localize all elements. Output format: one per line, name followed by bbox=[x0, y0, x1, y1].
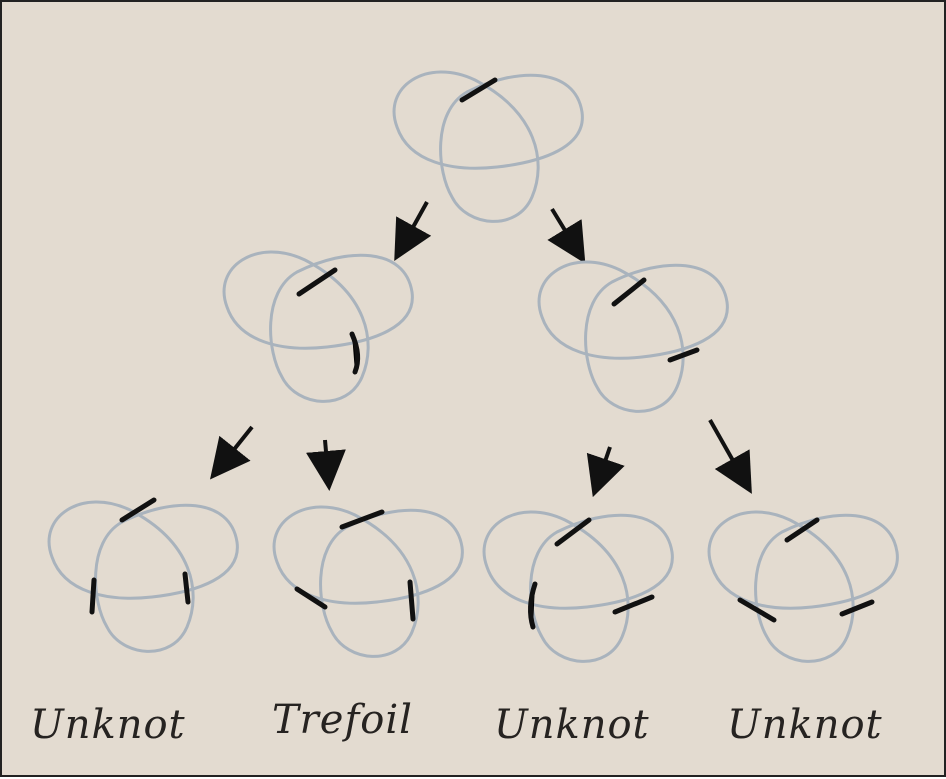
crossing-marker bbox=[407, 579, 416, 622]
level2-left-knot-diagram bbox=[222, 250, 414, 403]
crossing-marker bbox=[296, 267, 338, 297]
arrow-root-to-right bbox=[547, 207, 586, 264]
crossing-marker bbox=[339, 509, 385, 530]
knot-strand bbox=[707, 510, 899, 663]
leaf2-label: Trefoil bbox=[272, 697, 413, 743]
arrow-root-to-left bbox=[394, 201, 432, 261]
crossing-marker bbox=[612, 594, 655, 615]
crossing-marker bbox=[349, 331, 361, 375]
arrow-left-to-leaf1 bbox=[210, 425, 254, 480]
knot-strand bbox=[222, 250, 414, 403]
leaf1-label: Unknot bbox=[30, 702, 186, 748]
crossing-marker bbox=[294, 586, 328, 610]
leaf3-knot-diagram bbox=[482, 510, 674, 663]
crossing-marker bbox=[784, 517, 820, 543]
leaf3-label: Unknot bbox=[494, 702, 650, 748]
leaf4-label: Unknot bbox=[727, 702, 883, 748]
crossing-marker bbox=[459, 77, 498, 103]
crossing-marker bbox=[182, 571, 191, 605]
knot-strand bbox=[392, 70, 584, 223]
arrow-right-to-leaf3 bbox=[586, 446, 625, 498]
crossing-marker bbox=[737, 597, 777, 623]
leaf2-knot-diagram bbox=[272, 505, 464, 658]
leaf4-knot-diagram bbox=[707, 510, 899, 663]
level2-right-knot-diagram bbox=[537, 260, 729, 413]
crossing-marker bbox=[554, 517, 592, 547]
crossing-marker bbox=[89, 577, 97, 615]
leaf1-knot-diagram bbox=[47, 497, 239, 653]
crossing-marker bbox=[611, 277, 647, 307]
arrow-left-to-leaf2 bbox=[306, 439, 346, 491]
knot-strand bbox=[482, 510, 674, 663]
crossing-marker bbox=[528, 581, 538, 630]
root-knot-diagram bbox=[392, 70, 584, 223]
arrow-right-to-leaf4 bbox=[708, 419, 752, 494]
crossing-marker bbox=[119, 497, 157, 523]
knot-strand bbox=[537, 260, 729, 413]
knot-strand bbox=[272, 505, 464, 658]
crossing-marker bbox=[839, 599, 875, 617]
crossing-marker bbox=[667, 347, 700, 363]
knot-strand bbox=[47, 500, 239, 653]
